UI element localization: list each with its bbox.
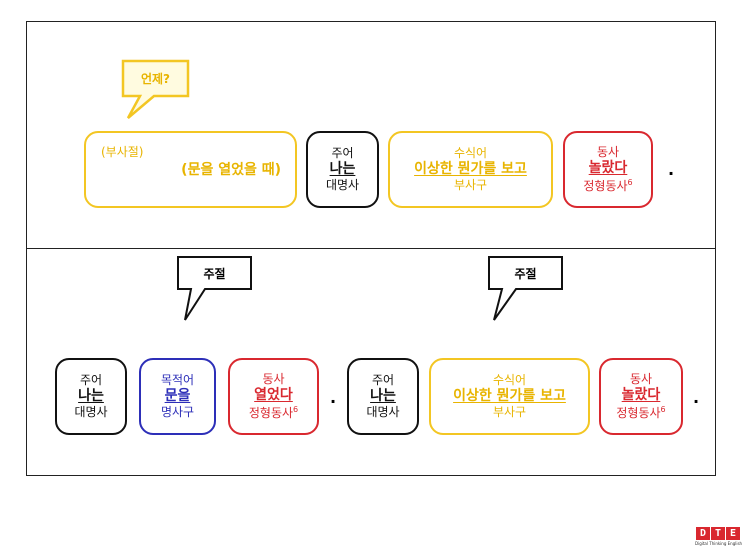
clause1-verb-box: 동사 열었다 정형동사6 [228, 358, 319, 435]
dte-logo-letter: D [696, 527, 710, 540]
adverbial-clause-label: (부사절) [101, 145, 144, 159]
dte-logo-letter: E [726, 527, 740, 540]
clause2-modifier-word: 이상한 뭔가를 보고 [453, 387, 566, 404]
clause1-subject-word: 나는 [78, 387, 104, 404]
clause2-modifier-box: 수식어 이상한 뭔가를 보고 부사구 [429, 358, 590, 435]
clause2-period: . [693, 388, 700, 407]
question-bubble-text: 언제? [140, 72, 171, 86]
clause1-verb-word: 열었다 [254, 387, 293, 404]
clause2-verb-label: 동사 [629, 372, 653, 387]
clause2-modifier-label: 수식어 [492, 372, 527, 387]
clause1-verb-pos-text: 정형동사 [248, 405, 294, 420]
top-modifier-pos: 부사구 [453, 178, 488, 193]
question-bubble [121, 59, 190, 119]
top-subject-box: 주어 나는 대명사 [306, 131, 379, 208]
main-clause-bubble-right-text: 주절 [514, 267, 537, 281]
main-clause-bubble-right [488, 256, 563, 321]
top-modifier-box: 수식어 이상한 뭔가를 보고 부사구 [388, 131, 553, 208]
clause1-period: . [330, 388, 337, 407]
clause1-verb-pos-sup: 6 [293, 404, 299, 414]
clause2-verb-box: 동사 놀랐다 정형동사6 [599, 358, 683, 435]
top-verb-pos: 정형동사6 [583, 178, 632, 194]
clause2-modifier-pos: 부사구 [492, 405, 527, 420]
clause2-verb-pos-sup: 6 [660, 404, 666, 414]
top-verb-pos-sup: 6 [627, 177, 633, 187]
clause1-object-word: 문을 [164, 387, 191, 404]
top-verb-pos-text: 정형동사 [583, 178, 628, 193]
adverbial-clause-box: (부사절) (문을 열었을 때) [84, 131, 297, 208]
top-subject-label: 주어 [331, 145, 354, 160]
main-clause-bubble-left-text: 주절 [203, 267, 226, 281]
dte-logo-tagline: Digital Thinking English [695, 541, 743, 546]
clause1-object-pos: 명사구 [160, 405, 195, 420]
dte-logo: D T E Digital Thinking English [695, 527, 743, 546]
clause2-verb-word: 놀랐다 [621, 387, 661, 404]
clause1-subject-box: 주어 나는 대명사 [55, 358, 127, 435]
clause1-subject-pos: 대명사 [74, 405, 108, 420]
clause1-object-box: 목적어 문을 명사구 [139, 358, 216, 435]
clause2-subject-pos: 대명사 [366, 405, 400, 420]
top-verb-label: 동사 [596, 145, 620, 160]
top-subject-word: 나는 [329, 160, 356, 177]
clause2-verb-pos-text: 정형동사 [616, 405, 661, 420]
clause2-subject-word: 나는 [370, 387, 396, 404]
clause1-verb-pos: 정형동사6 [249, 405, 298, 421]
clause1-object-label: 목적어 [160, 372, 195, 387]
clause2-subject-box: 주어 나는 대명사 [347, 358, 419, 435]
top-verb-box: 동사 놀랐다 정형동사6 [563, 131, 653, 208]
clause1-subject-label: 주어 [79, 372, 103, 387]
dte-logo-letter: T [711, 527, 725, 540]
top-verb-word: 놀랐다 [588, 160, 628, 177]
adverbial-clause-text: (문을 열었을 때) [181, 162, 281, 178]
clause2-subject-label: 주어 [371, 372, 395, 387]
top-subject-pos: 대명사 [325, 178, 360, 193]
top-modifier-label: 수식어 [453, 145, 488, 160]
clause2-verb-pos: 정형동사6 [616, 405, 665, 421]
section-divider [26, 248, 716, 249]
top-period: . [668, 160, 675, 179]
dte-logo-mark: D T E [695, 527, 741, 540]
top-modifier-word: 이상한 뭔가를 보고 [414, 160, 527, 177]
clause1-verb-label: 동사 [262, 372, 285, 387]
main-clause-bubble-left [177, 256, 252, 321]
